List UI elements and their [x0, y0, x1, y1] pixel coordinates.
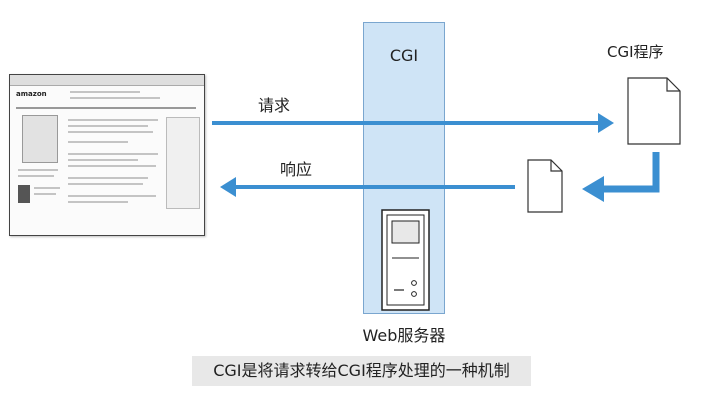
- web-server-label: Web服务器: [362, 326, 446, 345]
- cgi-label: CGI: [389, 46, 419, 65]
- browser-sidebar: [166, 117, 200, 209]
- book-cover-image: [22, 115, 58, 163]
- response-label: 响应: [280, 160, 313, 179]
- cgi-program-label: CGI程序: [607, 43, 664, 61]
- cgi-program-document-icon: [627, 77, 681, 145]
- browser-window: amazon: [9, 74, 205, 236]
- request-label: 请求: [258, 96, 291, 115]
- request-arrow: [212, 113, 614, 133]
- caption: CGI是将请求转给CGI程序处理的一种机制: [192, 356, 531, 386]
- return-arrow: [582, 152, 660, 202]
- browser-toolbar: [10, 75, 204, 86]
- book-thumbnail: [18, 185, 30, 203]
- browser-brand: amazon: [16, 90, 47, 98]
- response-arrow: [220, 177, 515, 197]
- server-tower-icon: [381, 209, 430, 311]
- output-document-icon: [527, 159, 563, 213]
